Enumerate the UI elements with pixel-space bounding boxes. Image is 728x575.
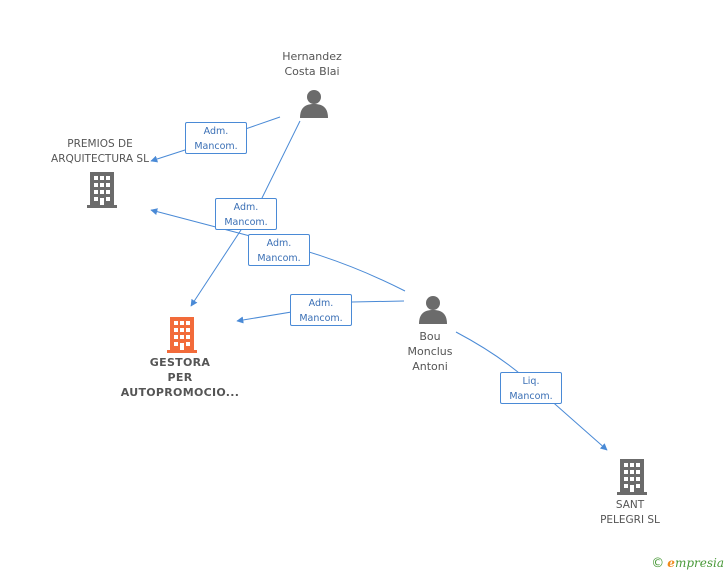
edge-label-hernandez-premios[interactable]: Adm. Mancom. [185, 122, 247, 154]
node-bou-line-1: Bou [419, 330, 441, 343]
edge-label-hernandez-gestora[interactable]: Adm. Mancom. [215, 198, 277, 230]
edge-label-line-1: Adm. [233, 202, 259, 213]
edge-label-line-2: Mancom. [257, 253, 301, 264]
node-bou-label[interactable]: Bou Monclus Antoni [390, 329, 470, 374]
node-hernandez-line-1: Hernandez [282, 50, 342, 63]
node-gestora-line-2: PER [167, 371, 193, 384]
node-premios-label[interactable]: PREMIOS DE ARQUITECTURA SL [35, 137, 165, 167]
node-hernandez-line-2: Costa Blai [284, 65, 340, 78]
node-bou-line-2: Monclus [407, 345, 453, 358]
building-main-icon[interactable] [167, 317, 197, 353]
person-icon[interactable] [418, 294, 448, 324]
node-gestora-line-1: GESTORA [149, 356, 211, 369]
node-gestora-label[interactable]: GESTORA PER AUTOPROMOCIO... [110, 355, 250, 400]
edge-label-bou-gestora[interactable]: Adm. Mancom. [290, 294, 352, 326]
node-gestora-line-3: AUTOPROMOCIO... [120, 386, 240, 399]
building-icon[interactable] [617, 459, 647, 495]
brand-name: mpresia [674, 556, 724, 570]
node-bou-line-3: Antoni [412, 360, 448, 373]
node-premios-line-1: PREMIOS DE [67, 138, 133, 150]
building-icon[interactable] [87, 172, 117, 208]
empresia-logo[interactable]: ©empresia [651, 556, 724, 571]
edge-label-line-2: Mancom. [509, 391, 553, 402]
edge-bou-gestora [236, 300, 405, 324]
node-premios-line-2: ARQUITECTURA SL [51, 153, 149, 165]
edge-label-line-1: Liq. [522, 376, 540, 387]
node-hernandez-label[interactable]: Hernandez Costa Blai [262, 49, 362, 79]
edge-label-line-1: Adm. [266, 238, 292, 249]
person-icon[interactable] [299, 88, 329, 118]
edge-label-line-1: Adm. [203, 126, 229, 137]
edge-label-line-2: Mancom. [194, 141, 238, 152]
edge-label-bou-premios[interactable]: Adm. Mancom. [248, 234, 310, 266]
node-sant-line-1: SANT [615, 499, 645, 511]
edge-label-bou-sant[interactable]: Liq. Mancom. [500, 372, 562, 404]
copyright-symbol: © [651, 556, 665, 571]
brand-first-letter: e [667, 556, 675, 570]
edge-label-line-1: Adm. [308, 298, 334, 309]
edge-label-line-2: Mancom. [224, 217, 268, 228]
node-sant-label[interactable]: SANT PELEGRI SL [580, 498, 680, 528]
node-sant-line-2: PELEGRI SL [600, 514, 660, 526]
edge-label-line-2: Mancom. [299, 313, 343, 324]
